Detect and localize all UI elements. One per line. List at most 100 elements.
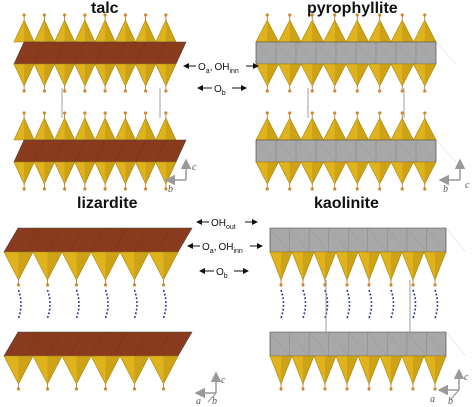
kaolinite-top-lower-tetrahedron xyxy=(401,251,425,281)
kaolinite-top-octahedron-diagonal xyxy=(387,227,408,253)
lizardite-bottom-lower-oh-atom xyxy=(74,387,79,391)
kaolinite-bottom-lower-oh-atom xyxy=(389,387,393,391)
kaolinite-top-lower-oh-atom xyxy=(389,283,393,287)
talc-bottom-upper-tetrahedron-shade xyxy=(64,118,75,140)
talc-top-upper-tetrahedron-shade xyxy=(64,20,75,42)
lizardite-top-lower-oh-atom xyxy=(45,283,50,287)
lizardite-hydrogen-bond xyxy=(46,289,51,319)
talc-bottom-lower-tetrahedron xyxy=(54,161,76,185)
talc-bottom-octahedron-edge xyxy=(115,139,126,163)
pyrophyllite-top-upper-oh-atom xyxy=(378,13,382,17)
talc-top-upper-tetrahedron-shade xyxy=(125,20,136,42)
talc-top-upper-tetrahedron-shade xyxy=(24,20,35,42)
title-lizardite: lizardite xyxy=(77,195,138,212)
lizardite-hydrogen-bond xyxy=(162,289,167,319)
kaolinite-top-lower-tetrahedron-shade xyxy=(281,252,292,280)
talc-bottom-lower-tetrahedron-shade xyxy=(84,162,95,184)
talc-bottom-upper-oh-atom xyxy=(83,111,87,115)
lizardite-hydrogen-bond xyxy=(133,289,138,319)
pyrophyllite-bottom-octahedron-diagonal xyxy=(395,139,417,163)
talc-top-lower-tetrahedron xyxy=(74,63,96,87)
structures-layer xyxy=(3,13,466,391)
lizardite-top-lower-tetrahedron-shade xyxy=(163,252,178,280)
talc-top-octahedron-edge xyxy=(54,41,65,65)
talc-top-lower-oh-atom xyxy=(144,89,148,93)
talc-bottom-octahedron-edge xyxy=(155,139,166,163)
talc-bottom-lower-tetrahedron-shade xyxy=(145,162,156,184)
kaolinite-top-lower-oh-atom xyxy=(367,283,371,287)
pyrophyllite-top-lower-tetrahedron xyxy=(300,63,324,87)
pyrophyllite-top-lower-tetrahedron xyxy=(323,63,347,87)
talc-top-lower-tetrahedron xyxy=(54,63,76,87)
pyrophyllite-top-octahedron-diagonal xyxy=(275,41,297,65)
svg-text:a: a xyxy=(430,394,435,405)
talc-bottom-octahedron-edge xyxy=(94,139,106,163)
talc-bottom-lower-tetrahedron xyxy=(135,161,157,185)
talc-bottom-octahedron-edge xyxy=(135,139,146,163)
lizardite-bottom-octahedron-edge xyxy=(156,331,171,357)
kaolinite-top-lower-tetrahedron xyxy=(379,251,403,281)
axis-indicator-kaolinite: c a b xyxy=(430,368,469,407)
pyrophyllite-top-upper-tetrahedron-shade xyxy=(334,20,346,42)
lizardite-bottom-octahedron-edge xyxy=(134,331,149,357)
talc-bottom-lower-oh-atom xyxy=(123,187,127,191)
lizardite-bottom-lower-oh-atom xyxy=(103,387,108,391)
pyrophyllite-top-upper-oh-atom xyxy=(288,13,292,17)
pyrophyllite-bottom-lower-oh-atom xyxy=(265,187,269,191)
talc-bottom-lower-oh-atom xyxy=(63,187,67,191)
kaolinite-bottom-lower-tetrahedron-shade xyxy=(281,356,292,384)
lizardite-bottom-lower-tetrahedron-shade xyxy=(163,356,178,384)
pyrophyllite-top-upper-oh-atom xyxy=(265,13,269,17)
axis-indicator-talc: c b xyxy=(164,158,197,195)
kaolinite-bottom-lower-oh-atom xyxy=(367,387,371,391)
lizardite-top-lower-tetrahedron xyxy=(148,251,179,281)
pyrophyllite-top-upper-tetrahedron-shade xyxy=(312,20,324,42)
talc-top-lower-oh-atom xyxy=(103,89,107,93)
pyrophyllite-bottom-lower-tetrahedron-shade xyxy=(289,162,301,184)
talc-bottom-upper-tetrahedron-shade xyxy=(165,118,176,140)
lizardite-bottom-lower-tetrahedron xyxy=(61,355,92,385)
pyrophyllite-bottom-lower-tetrahedron xyxy=(255,161,279,185)
lizardite-top-lower-tetrahedron-shade xyxy=(134,252,149,280)
pyrophyllite-bottom-lower-tetrahedron xyxy=(368,161,392,185)
talc-bottom-upper-tetrahedron-shade xyxy=(84,118,95,140)
talc-top-lower-oh-atom xyxy=(63,89,67,93)
talc-top-lower-tetrahedron xyxy=(114,63,136,87)
kaolinite-bottom-octahedron-diagonal xyxy=(269,331,290,357)
kaolinite-top-octahedron-diagonal xyxy=(348,227,368,253)
svg-text:Ob: Ob xyxy=(214,84,226,97)
pyrophyllite-bottom-octahedron-diagonal xyxy=(375,139,397,163)
talc-top-lower-tetrahedron-shade xyxy=(105,64,116,86)
talc-top-lower-tetrahedron xyxy=(13,63,35,87)
kaolinite-top-lower-tetrahedron xyxy=(291,251,315,281)
talc-top-lower-tetrahedron-shade xyxy=(24,64,35,86)
talc-top-octahedron-edge xyxy=(115,41,126,65)
pyrophyllite-bottom-lower-tetrahedron-shade xyxy=(424,162,436,184)
talc-bottom-upper-oh-atom xyxy=(22,111,26,115)
pyrophyllite-top-lower-tetrahedron xyxy=(345,63,369,87)
talc-bottom-upper-oh-atom xyxy=(123,111,127,115)
talc-bottom-upper-oh-atom xyxy=(164,111,168,115)
kaolinite-bottom-lower-tetrahedron xyxy=(291,355,315,385)
talc-top-octahedron-edge xyxy=(74,41,85,65)
talc-bottom-upper-oh-atom xyxy=(42,111,46,115)
pyrophyllite-top-upper-tetrahedron-shade xyxy=(379,20,391,42)
pyrophyllite-bottom-lower-tetrahedron-shade xyxy=(402,162,414,184)
lizardite-top-octahedron-edge xyxy=(25,227,40,253)
pyrophyllite-bottom-upper-oh-atom xyxy=(378,111,382,115)
pyrophyllite-top-upper-oh-atom xyxy=(310,13,314,17)
talc-bottom-lower-oh-atom xyxy=(83,187,87,191)
axis-indicator-lizardite: c a b xyxy=(194,371,226,407)
talc-bottom-lower-tetrahedron xyxy=(114,161,136,185)
pyrophyllite-top-lower-oh-atom xyxy=(423,89,427,93)
pyrophyllite-bottom-upper-oh-atom xyxy=(310,111,314,115)
pyrophyllite-bottom-octahedron-diagonal xyxy=(335,139,357,163)
lizardite-bottom-lower-tetrahedron xyxy=(119,355,150,385)
pyrophyllite-bottom-upper-oh-atom xyxy=(265,111,269,115)
kaolinite-hydrogen-bond xyxy=(434,289,439,319)
pyrophyllite-top-upper-tetrahedron-shade xyxy=(424,20,436,42)
talc-bottom-lower-oh-atom xyxy=(42,187,46,191)
pyrophyllite-top-octahedron-diagonal xyxy=(395,41,417,65)
lizardite-bottom-lower-oh-atom xyxy=(45,387,50,391)
pyrophyllite-bottom-upper-oh-atom xyxy=(333,111,337,115)
